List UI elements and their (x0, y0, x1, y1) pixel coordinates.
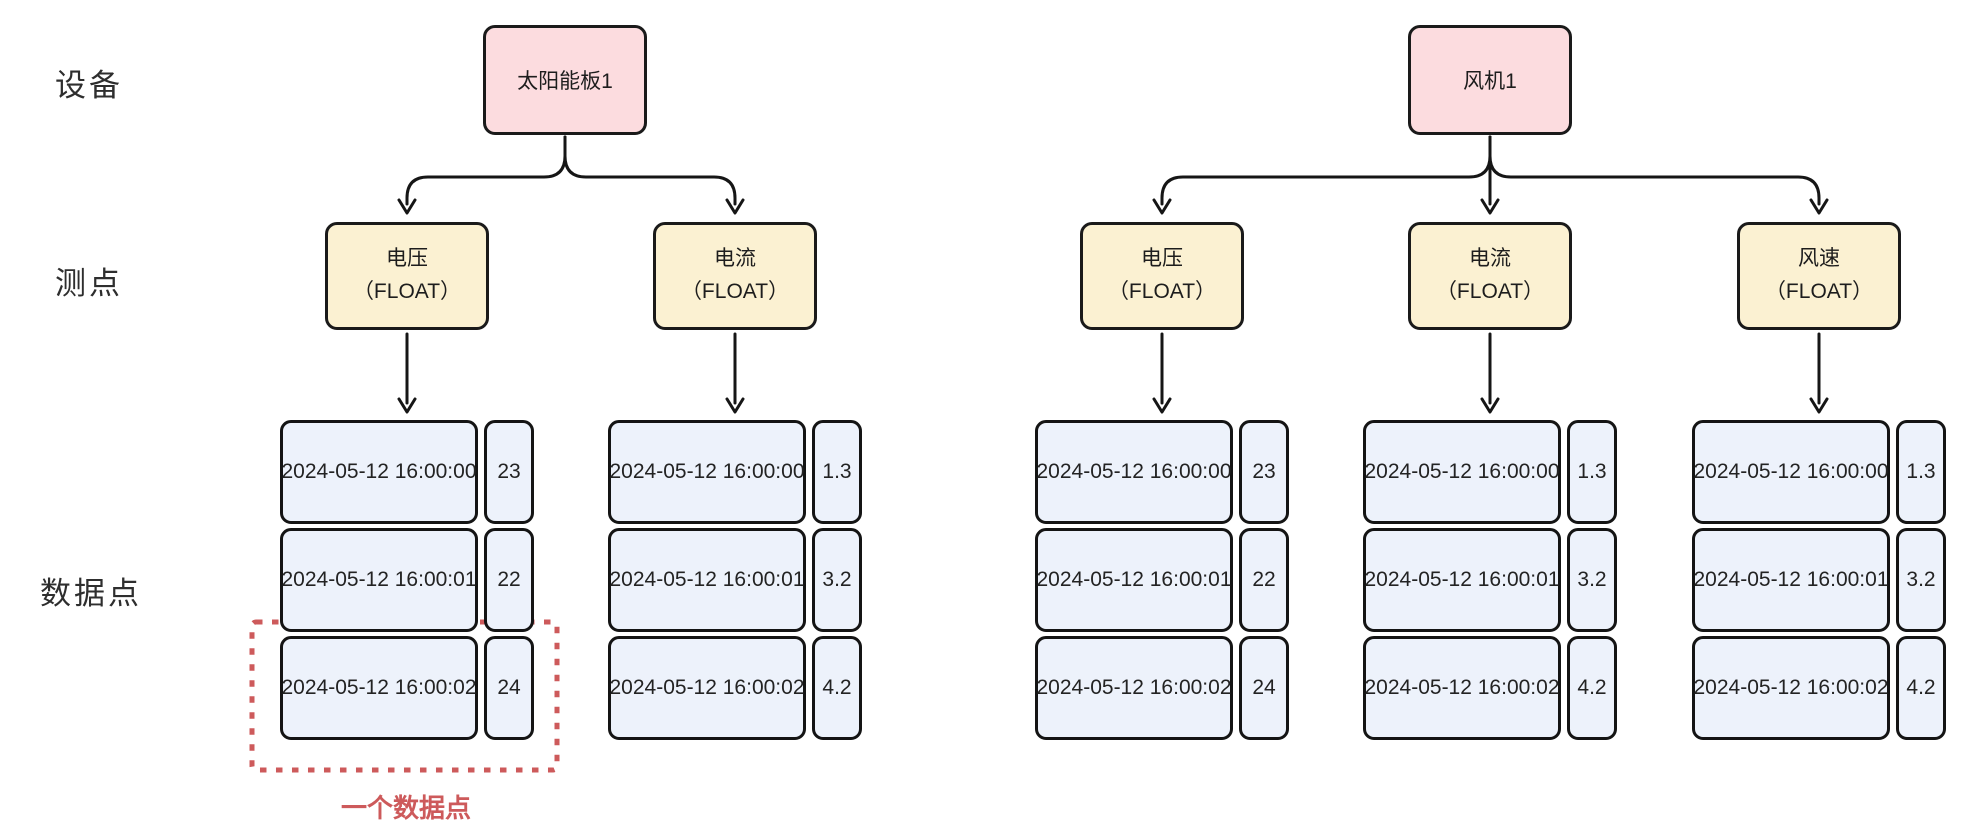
timestamp-cell: 2024-05-12 16:00:02 (280, 636, 478, 740)
value-cell: 4.2 (1896, 636, 1946, 740)
measure-node-solar-voltage: 电压 （FLOAT） (325, 222, 489, 330)
value-cell: 23 (1239, 420, 1289, 524)
timestamp-cell: 2024-05-12 16:00:01 (1692, 528, 1890, 632)
arrow-wind-to-voltage-head (1152, 198, 1172, 215)
value-cell: 3.2 (1896, 528, 1946, 632)
tier-label-datapoint: 数据点 (40, 576, 142, 611)
timestamp-cell: 2024-05-12 16:00:02 (1692, 636, 1890, 740)
value-cell: 3.2 (1567, 528, 1617, 632)
measure-name: 电压 (386, 247, 428, 271)
measure-type: （FLOAT） (352, 280, 462, 303)
timestamp-cell: 2024-05-12 16:00:02 (608, 636, 806, 740)
value-cell: 24 (1239, 636, 1289, 740)
measure-node-wind-windspeed: 风速 （FLOAT） (1737, 222, 1901, 330)
arrow-wind-to-windspeed-line (1488, 135, 1821, 206)
arrow-measure2-to-table-head (725, 397, 745, 414)
measure-node-solar-current: 电流 （FLOAT） (653, 222, 817, 330)
measure-type: （FLOAT） (680, 280, 790, 303)
measure-name: 电压 (1141, 247, 1183, 271)
datapoint-annotation: 一个数据点 (340, 793, 471, 823)
timestamp-cell: 2024-05-12 16:00:02 (1363, 636, 1561, 740)
tier-label-device: 设备 (55, 68, 123, 103)
value-cell: 22 (1239, 528, 1289, 632)
measure-name: 风速 (1798, 247, 1840, 271)
value-cell: 3.2 (812, 528, 862, 632)
measure-name: 电流 (1469, 247, 1511, 271)
timestamp-cell: 2024-05-12 16:00:00 (608, 420, 806, 524)
timestamp-cell: 2024-05-12 16:00:01 (1363, 528, 1561, 632)
arrow-measure4-to-table-head (1480, 397, 1500, 414)
value-cell: 1.3 (1567, 420, 1617, 524)
device-node-wind-turbine: 风机1 (1408, 25, 1572, 135)
arrow-solar-to-current-head (725, 198, 745, 215)
arrow-solar-to-voltage-head (397, 198, 417, 215)
timestamp-cell: 2024-05-12 16:00:00 (280, 420, 478, 524)
arrow-wind-to-voltage-line (1160, 135, 1492, 206)
value-cell: 4.2 (1567, 636, 1617, 740)
device-node-solar-panel: 太阳能板1 (483, 25, 647, 135)
value-cell: 4.2 (812, 636, 862, 740)
measure-type: （FLOAT） (1435, 280, 1545, 303)
timestamp-cell: 2024-05-12 16:00:00 (1363, 420, 1561, 524)
device-label: 风机1 (1463, 70, 1517, 93)
arrow-measure1-to-table-head (397, 397, 417, 414)
value-cell: 24 (484, 636, 534, 740)
measure-node-wind-current: 电流 （FLOAT） (1408, 222, 1572, 330)
measure-type: （FLOAT） (1764, 280, 1874, 303)
arrow-wind-to-current-head (1480, 198, 1500, 215)
timestamp-cell: 2024-05-12 16:00:00 (1035, 420, 1233, 524)
arrow-wind-to-windspeed-head (1809, 198, 1829, 215)
value-cell: 1.3 (1896, 420, 1946, 524)
arrow-solar-to-voltage-line (405, 135, 567, 206)
timestamp-cell: 2024-05-12 16:00:01 (1035, 528, 1233, 632)
timestamp-cell: 2024-05-12 16:00:01 (608, 528, 806, 632)
measure-node-wind-voltage: 电压 （FLOAT） (1080, 222, 1244, 330)
device-label: 太阳能板1 (517, 70, 613, 93)
value-cell: 23 (484, 420, 534, 524)
value-cell: 1.3 (812, 420, 862, 524)
arrow-measure5-to-table-head (1809, 397, 1829, 414)
measure-name: 电流 (714, 247, 756, 271)
timestamp-cell: 2024-05-12 16:00:02 (1035, 636, 1233, 740)
value-cell: 22 (484, 528, 534, 632)
measure-type: （FLOAT） (1107, 280, 1217, 303)
timestamp-cell: 2024-05-12 16:00:00 (1692, 420, 1890, 524)
timestamp-cell: 2024-05-12 16:00:01 (280, 528, 478, 632)
tier-label-measure: 测点 (55, 266, 123, 301)
arrow-measure3-to-table-head (1152, 397, 1172, 414)
arrow-solar-to-current-line (563, 135, 737, 206)
